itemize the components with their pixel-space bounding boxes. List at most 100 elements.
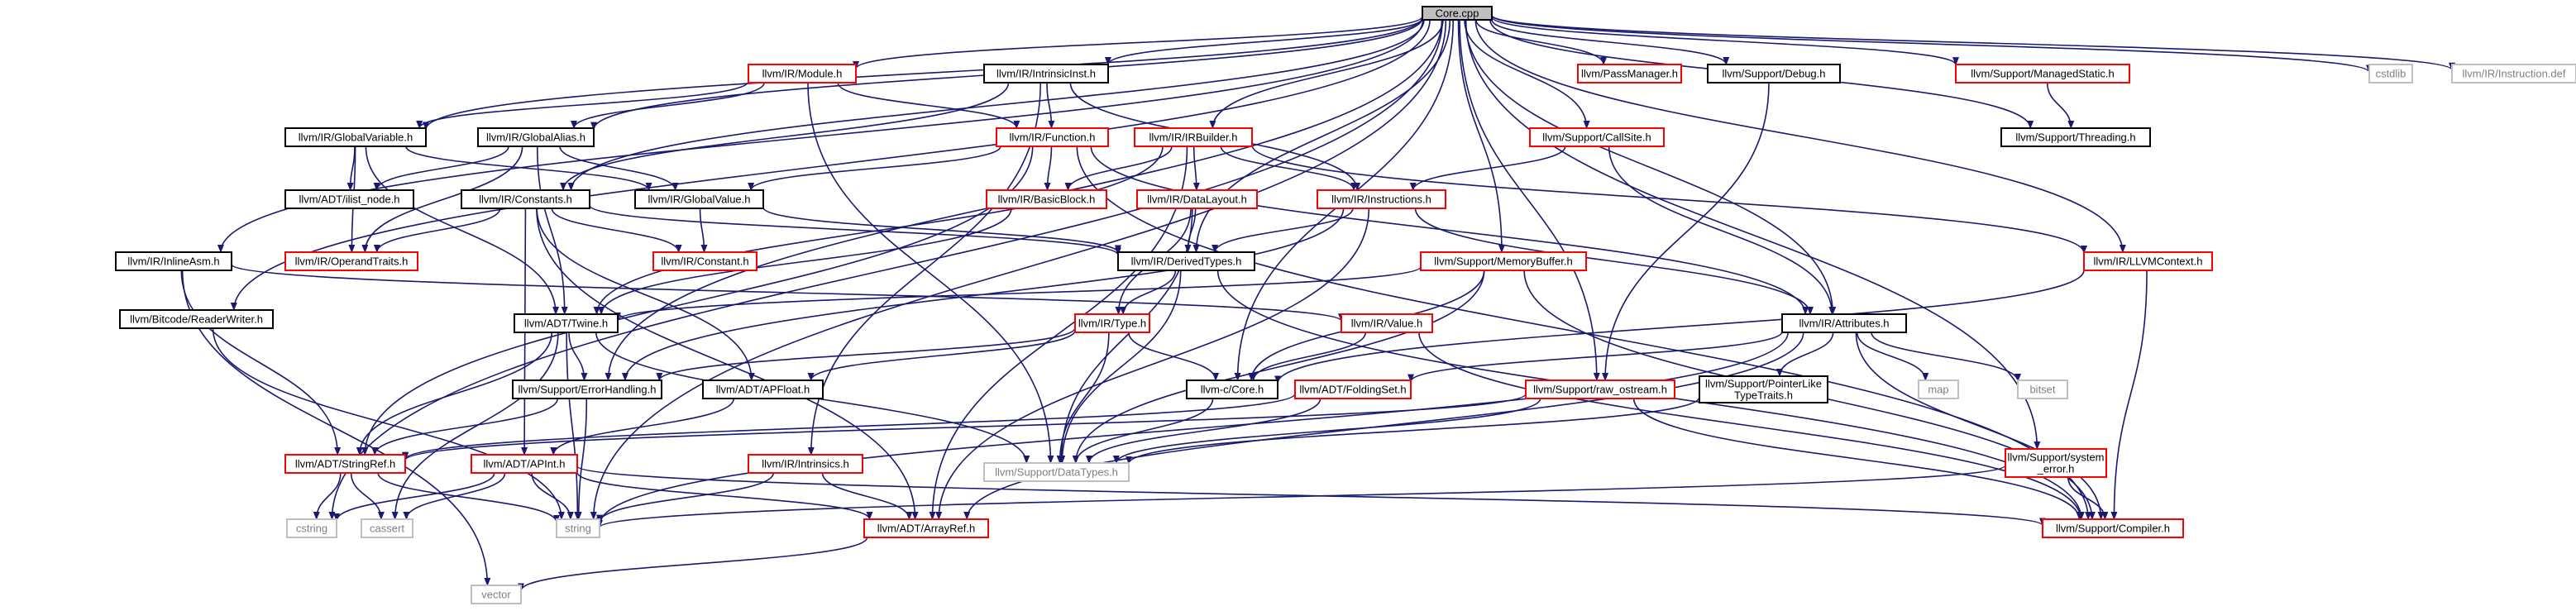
node-apint[interactable]: llvm/ADT/APInt.h (471, 454, 578, 474)
node-inlineasm[interactable]: llvm/IR/InlineAsm.h (115, 251, 232, 271)
node-cstring: cstring (286, 518, 337, 538)
node-label: llvm/ADT/StringRef.h (295, 458, 395, 470)
node-box (1117, 251, 1255, 271)
node-basicblock[interactable]: llvm/IR/BasicBlock.h (986, 189, 1107, 209)
node-label: llvm/ADT/Twine.h (524, 317, 608, 330)
node-rawostream[interactable]: llvm/Support/raw_ostream.h (1525, 379, 1675, 399)
node-threading[interactable]: llvm/Support/Threading.h (2000, 127, 2151, 147)
edge-core-to-cstring (328, 19, 1444, 520)
node-box (748, 64, 857, 84)
edge-inlineasm-to-value (231, 263, 1345, 322)
node-box (284, 251, 418, 271)
node-foldingset[interactable]: llvm/ADT/FoldingSet.h (1294, 379, 1412, 399)
edge-core-to-cstdlib (1491, 15, 2373, 74)
node-passmanager[interactable]: llvm/PassManager.h (1577, 64, 1682, 84)
edge-core-to-rawostream (1459, 19, 1600, 381)
node-managedstatic[interactable]: llvm/Support/ManagedStatic.h (1955, 64, 2130, 84)
node-box (1577, 64, 1682, 84)
node-errorhandling[interactable]: llvm/Support/ErrorHandling.h (512, 379, 662, 399)
edge-foldingset-to-stringref (402, 393, 1296, 461)
node-label: llvm/IR/Intrinsics.h (762, 458, 848, 470)
edge-rawostream-to-compiler (1632, 398, 2083, 520)
node-operandtraits[interactable]: llvm/IR/OperandTraits.h (284, 251, 418, 271)
edge-stringref-to-cassert (350, 472, 385, 520)
edge-inlineasm-to-vector (181, 270, 491, 586)
edge-intrinsics-to-arrayref (821, 472, 913, 520)
node-label: Core.cpp (1436, 7, 1479, 20)
node-attributes[interactable]: llvm/IR/Attributes.h (1781, 313, 1907, 333)
node-instructions[interactable]: llvm/IR/Instructions.h (1317, 189, 1446, 209)
node-box (1525, 379, 1675, 399)
node-box (1955, 64, 2130, 84)
edge-twine-to-errorhandling (568, 332, 588, 381)
node-ilistnode[interactable]: llvm/ADT/ilist_node.h (284, 189, 414, 209)
node-systemerror[interactable]: llvm/Support/system_error.h (2005, 448, 2107, 478)
edge-basicblock-to-twine (598, 208, 1012, 315)
edge-instructions-to-derivedtypes (1212, 208, 1354, 253)
node-arrayref[interactable]: llvm/ADT/ArrayRef.h (863, 518, 989, 538)
edge-twine-to-cassert (391, 332, 559, 520)
node-compiler[interactable]: llvm/Support/Compiler.h (2042, 518, 2184, 538)
node-constant[interactable]: llvm/IR/Constant.h (652, 251, 758, 271)
node-value[interactable]: llvm/IR/Value.h (1341, 313, 1433, 333)
node-module[interactable]: llvm/IR/Module.h (748, 64, 857, 84)
node-twine[interactable]: llvm/ADT/Twine.h (514, 313, 619, 333)
node-label: llvm/ADT/ArrayRef.h (877, 523, 975, 535)
node-box (748, 454, 863, 474)
edge-pointerlike-to-datatypes (1126, 396, 1700, 465)
node-label: cassert (370, 523, 404, 535)
node-label: llvm/Support/Threading.h (2015, 131, 2135, 144)
edge-foldingset-to-datatypes (1086, 398, 1321, 464)
node-callsite[interactable]: llvm/Support/CallSite.h (1529, 127, 1665, 147)
node-irbuilder[interactable]: llvm/IR/IRBuilder.h (1134, 127, 1253, 147)
edge-core-to-passmanager (1475, 19, 1608, 65)
edge-type-to-errorhandling (656, 327, 1076, 381)
node-globalvalue[interactable]: llvm/IR/GlobalValue.h (634, 189, 764, 209)
node-intrinsics[interactable]: llvm/IR/Intrinsics.h (748, 454, 863, 474)
node-label: llvm/Support/ManagedStatic.h (1971, 68, 2114, 80)
node-ccore[interactable]: llvm-c/Core.h (1186, 379, 1278, 399)
node-derivedtypes[interactable]: llvm/IR/DerivedTypes.h (1117, 251, 1255, 271)
node-label: llvm/IR/Constant.h (661, 255, 748, 268)
node-constants[interactable]: llvm/IR/Constants.h (461, 189, 590, 209)
node-readerwriter[interactable]: llvm/Bitcode/ReaderWriter.h (119, 309, 274, 329)
edge-module-to-function (837, 82, 1020, 129)
edge-memorybuffer-to-twine (614, 265, 1422, 321)
node-datalayout[interactable]: llvm/IR/DataLayout.h (1136, 189, 1258, 209)
node-debug[interactable]: llvm/Support/Debug.h (1707, 64, 1841, 84)
edge-globalalias-to-operandtraits (361, 146, 523, 253)
edge-intrinsicinst-to-intrinsics (807, 82, 1042, 456)
edge-core-to-intrinsicinst (1105, 17, 1423, 65)
node-memorybuffer[interactable]: llvm/Support/MemoryBuffer.h (1420, 251, 1587, 271)
node-globalvariable[interactable]: llvm/IR/GlobalVariable.h (284, 127, 427, 147)
edge-irbuilder-to-llvmcontext (1251, 145, 2087, 254)
edge-core-to-globalvariable (423, 17, 1423, 131)
node-map: map (1918, 379, 1959, 399)
node-stringref[interactable]: llvm/ADT/StringRef.h (284, 454, 406, 474)
node-label: llvm/IR/BasicBlock.h (998, 193, 1096, 206)
node-label: llvm/IR/Instruction.def (2463, 68, 2566, 80)
node-label: llvm/Support/Debug.h (1722, 68, 1825, 80)
edge-stringref-to-cstring (313, 472, 342, 520)
node-core[interactable]: Core.cpp (1422, 6, 1493, 21)
node-type[interactable]: llvm/IR/Type.h (1074, 313, 1150, 333)
node-box (477, 127, 595, 147)
node-box (2000, 127, 2151, 147)
node-box (1781, 313, 1907, 333)
edge-intrinsicinst-to-function (1046, 82, 1055, 129)
node-box (2005, 448, 2107, 478)
node-llvmcontext[interactable]: llvm/IR/LLVMContext.h (2083, 251, 2213, 271)
node-label: llvm/IR/GlobalAlias.h (486, 131, 585, 144)
node-intrinsicinst[interactable]: llvm/IR/IntrinsicInst.h (983, 64, 1109, 84)
node-label: cstring (296, 523, 327, 535)
node-label: llvm/Support/DataTypes.h (995, 466, 1118, 479)
node-box (986, 189, 1107, 209)
node-function[interactable]: llvm/IR/Function.h (996, 127, 1109, 147)
edge-derivedtypes-to-type (1120, 270, 1177, 315)
node-label: llvm/Support/ErrorHandling.h (519, 384, 657, 396)
node-apfloat[interactable]: llvm/ADT/APFloat.h (702, 379, 824, 399)
edge-apfloat-to-apint (550, 398, 735, 456)
node-globalalias[interactable]: llvm/IR/GlobalAlias.h (477, 127, 595, 147)
